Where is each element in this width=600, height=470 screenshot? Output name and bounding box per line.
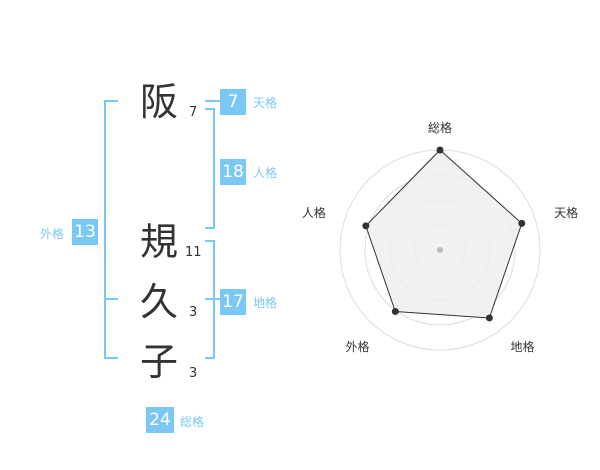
radar-axis-label-3: 地格 — [511, 339, 535, 354]
radar-ring — [339, 149, 541, 351]
radar-ring — [414, 224, 466, 276]
name-char-2: 規 — [140, 220, 179, 264]
radar-point-5 — [362, 222, 370, 230]
radar-point-1 — [436, 146, 444, 154]
name-char-3: 久 — [140, 280, 179, 324]
chikaku-value-badge: 17 — [220, 289, 246, 315]
stroke-count-2: 11 — [185, 245, 202, 260]
chikaku-label: 地格 — [253, 296, 278, 310]
radar-ring — [389, 199, 491, 301]
radar-point-3 — [485, 314, 493, 322]
tenkaku-value-badge: 7 — [220, 89, 246, 115]
name-char-1: 阪 — [140, 80, 179, 124]
radar-polygon — [365, 149, 523, 319]
radar-point-4 — [391, 307, 399, 315]
jinkaku-value-badge: 18 — [220, 159, 246, 185]
tenkaku-label: 天格 — [253, 96, 278, 110]
radar-axis-label-4: 外格 — [345, 339, 369, 354]
stroke-count-4: 3 — [189, 366, 198, 381]
name-char-4: 子 — [140, 340, 179, 384]
radar-center-dot — [437, 247, 443, 253]
soukaku-value-badge: 24 — [146, 407, 174, 433]
gaikaku-value-badge: 13 — [72, 219, 98, 245]
soukaku-label: 総格 — [180, 415, 205, 429]
stroke-count-1: 7 — [189, 105, 198, 120]
radar-point-2 — [518, 219, 526, 227]
gaikaku-label: 外格 — [40, 227, 65, 241]
radar-ring — [364, 174, 516, 326]
radar-axis-label-2: 天格 — [554, 205, 578, 220]
stroke-count-3: 3 — [189, 305, 198, 320]
radar-axis-label-1: 総格 — [428, 120, 452, 135]
jinkaku-label: 人格 — [253, 166, 278, 180]
radar-axis-label-5: 人格 — [302, 205, 326, 220]
